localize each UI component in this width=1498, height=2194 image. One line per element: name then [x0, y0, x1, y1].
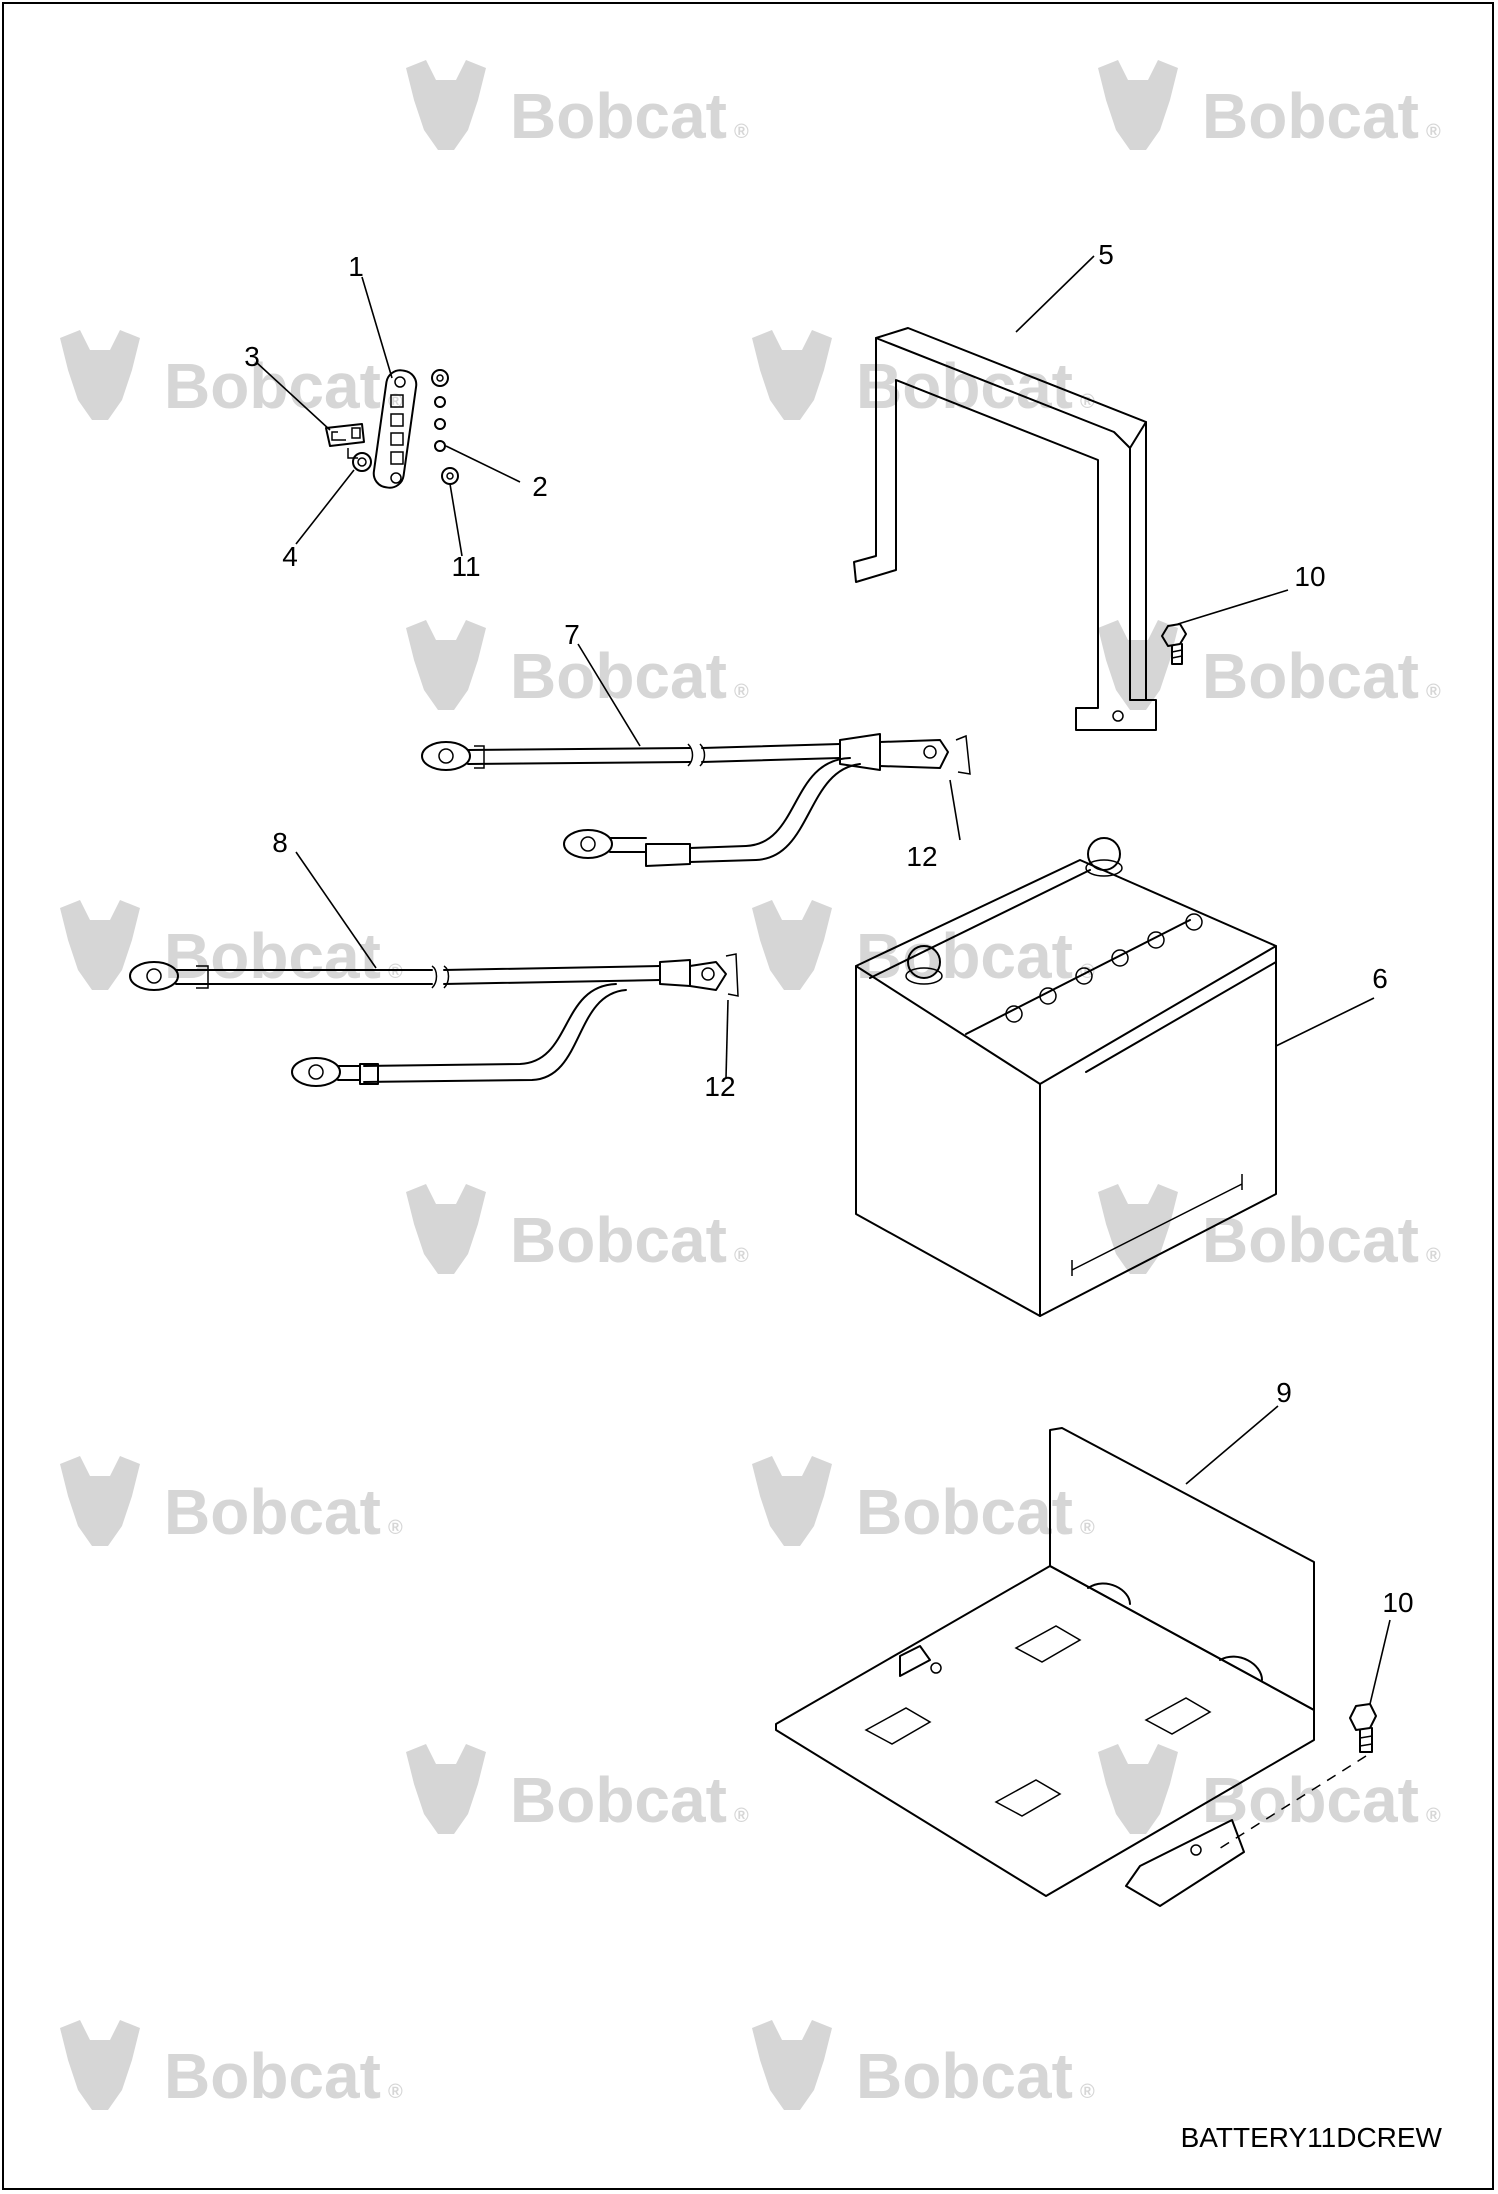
callout-1: 1: [348, 251, 364, 282]
callout-2: 2: [532, 471, 548, 502]
bobcat-logo-icon: [60, 900, 140, 990]
bobcat-logo-icon: [1098, 1184, 1178, 1274]
callout-labels: 1 2 3 4 5 6 7 8 9 10 10 11 12 12: [244, 239, 1413, 1618]
registered-mark: ®: [1426, 681, 1441, 703]
bobcat-watermark-text: Bobcat: [1202, 80, 1419, 152]
registered-mark: ®: [388, 1517, 403, 1539]
bobcat-watermark-text: Bobcat: [510, 1764, 727, 1836]
registered-mark: ®: [734, 1245, 749, 1267]
registered-mark: ®: [734, 681, 749, 703]
bobcat-logo-icon: [1098, 60, 1178, 150]
leader-lines: [255, 255, 1391, 1705]
bobcat-watermark: Bobcat®: [60, 330, 403, 422]
bobcat-watermark: Bobcat ®: [406, 60, 749, 152]
bobcat-watermark-text: Bobcat: [510, 640, 727, 712]
drawing-id: BATTERY11DCREW: [1180, 2122, 1442, 2153]
cable-part-8: [129, 953, 739, 1087]
bobcat-logo-icon: [60, 330, 140, 420]
bobcat-watermark-text: Bobcat: [164, 2040, 381, 2112]
bobcat-watermark: Bobcat ®: [60, 900, 403, 992]
registered-mark: ®: [388, 961, 403, 983]
bobcat-watermark-text: Bobcat: [856, 350, 1073, 422]
bobcat-watermark: Bobcat®: [752, 330, 1095, 422]
hold-down-bracket-part-5: [853, 327, 1157, 731]
registered-mark: ®: [1426, 1805, 1441, 1827]
tray-part-9: [775, 1427, 1315, 1907]
bobcat-watermark: Bobcat ®: [752, 2020, 1095, 2112]
cable-part-7: [421, 733, 971, 867]
bobcat-logo-icon: [406, 1744, 486, 1834]
callout-11: 11: [451, 551, 480, 582]
bobcat-watermark-text: Bobcat: [510, 80, 727, 152]
bobcat-watermark-text: Bobcat: [1202, 1764, 1419, 1836]
bobcat-watermark: Bobcat ®: [406, 1184, 749, 1276]
callout-12-lower: 12: [704, 1071, 735, 1102]
callout-9: 9: [1276, 1377, 1292, 1408]
bobcat-watermark-text: Bobcat: [856, 2040, 1073, 2112]
bobcat-logo-icon: [60, 1456, 140, 1546]
bobcat-logo-icon: [752, 330, 832, 420]
registered-mark: ®: [1426, 121, 1441, 143]
bobcat-logo-icon: [752, 1456, 832, 1546]
bobcat-watermark-text: Bobcat: [164, 350, 381, 422]
registered-mark: ®: [734, 1805, 749, 1827]
bobcat-watermark-text: Bobcat: [856, 1476, 1073, 1548]
registered-mark: ®: [1080, 2081, 1095, 2103]
bobcat-watermark-text: Bobcat: [164, 920, 381, 992]
bobcat-watermark: Bobcat ®: [406, 1744, 749, 1836]
bobcat-logo-icon: [406, 620, 486, 710]
registered-mark: ®: [1426, 1245, 1441, 1267]
bobcat-watermark-text: Bobcat: [1202, 640, 1419, 712]
callout-10-upper: 10: [1294, 561, 1325, 592]
watermark-layer: Bobcat ® Bobcat ® Bobcat ® Bobcat ® Bobcat ® Bobca…: [60, 60, 1441, 2112]
nut-part-11: [431, 369, 459, 485]
registered-mark: ®: [734, 121, 749, 143]
battery-part-6: [855, 837, 1277, 1317]
terminal-block-part-1: [372, 369, 418, 489]
callout-6: 6: [1372, 963, 1388, 994]
bobcat-logo-icon: [60, 2020, 140, 2110]
callout-7: 7: [564, 619, 580, 650]
bobcat-watermark: Bobcat ®: [1098, 1744, 1441, 1836]
nut-part-2: [434, 396, 446, 452]
bobcat-logo-icon: [1098, 1744, 1178, 1834]
bobcat-watermark: Bobcat ®: [1098, 60, 1441, 152]
bobcat-watermark-text: Bobcat: [164, 1476, 381, 1548]
bobcat-watermark-text: Bobcat: [510, 1204, 727, 1276]
bobcat-watermark: Bobcat ®: [60, 1456, 403, 1548]
bobcat-logo-icon: [1098, 620, 1178, 710]
callout-5: 5: [1098, 239, 1114, 270]
callout-3: 3: [244, 341, 260, 372]
callout-8: 8: [272, 827, 288, 858]
bobcat-logo-icon: [406, 60, 486, 150]
registered-mark: ®: [388, 2081, 403, 2103]
registered-mark: ®: [1080, 1517, 1095, 1539]
bobcat-watermark-text: Bobcat: [1202, 1204, 1419, 1276]
callout-4: 4: [282, 541, 298, 572]
bobcat-logo-icon: [752, 900, 832, 990]
bobcat-watermark: Bobcat ®: [406, 620, 749, 712]
callout-10-lower: 10: [1382, 1587, 1413, 1618]
bolt-part-4: [352, 452, 372, 472]
bobcat-watermark: Bobcat ®: [752, 1456, 1095, 1548]
bobcat-watermark: Bobcat ®: [1098, 620, 1441, 712]
callout-12-upper: 12: [906, 841, 937, 872]
bobcat-watermark: Bobcat ®: [1098, 1184, 1441, 1276]
bobcat-logo-icon: [752, 2020, 832, 2110]
bobcat-watermark: Bobcat ®: [60, 2020, 403, 2112]
bobcat-logo-icon: [406, 1184, 486, 1274]
